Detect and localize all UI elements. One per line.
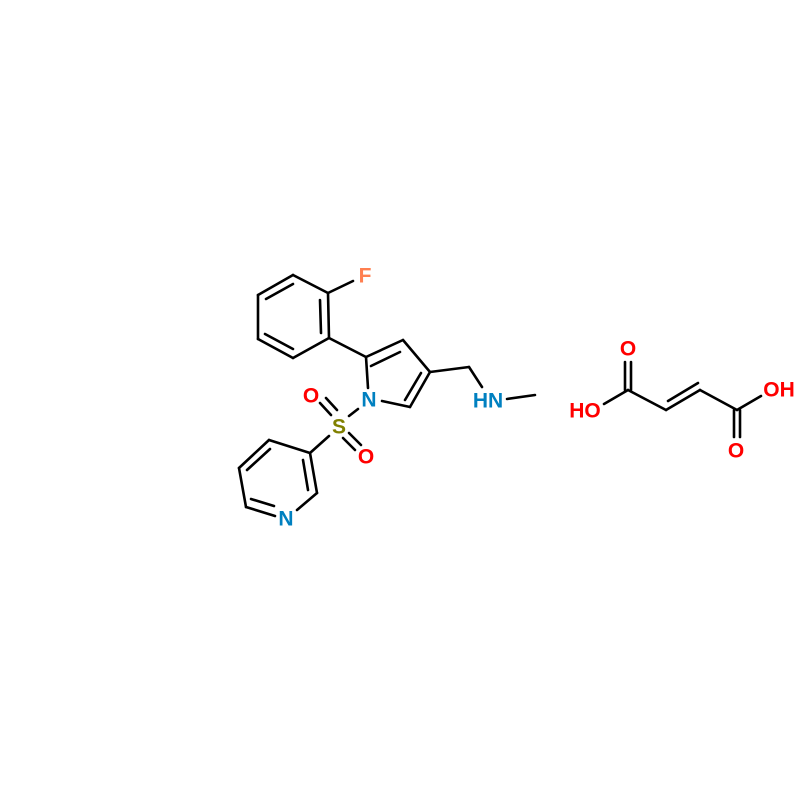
sulfur-atom: S bbox=[332, 416, 346, 439]
amine-nh-group: HN bbox=[473, 390, 503, 413]
fluorine-atom: F bbox=[359, 265, 372, 288]
sulfonyl-oxygen-atom: O bbox=[303, 385, 319, 408]
pyrrole-nitrogen-atom: N bbox=[361, 389, 376, 412]
hydroxyl-group: OH bbox=[763, 379, 795, 402]
carbonyl-oxygen-atom: O bbox=[728, 440, 744, 463]
pyridine-nitrogen-atom: N bbox=[278, 508, 293, 531]
sulfonyl-oxygen-atom: O bbox=[358, 446, 374, 469]
bonds bbox=[237, 273, 763, 518]
carbonyl-oxygen-atom: O bbox=[620, 338, 636, 361]
atom-labels: F N HN S O O N O HO OH O bbox=[278, 265, 794, 531]
hydroxyl-group: HO bbox=[569, 400, 601, 423]
